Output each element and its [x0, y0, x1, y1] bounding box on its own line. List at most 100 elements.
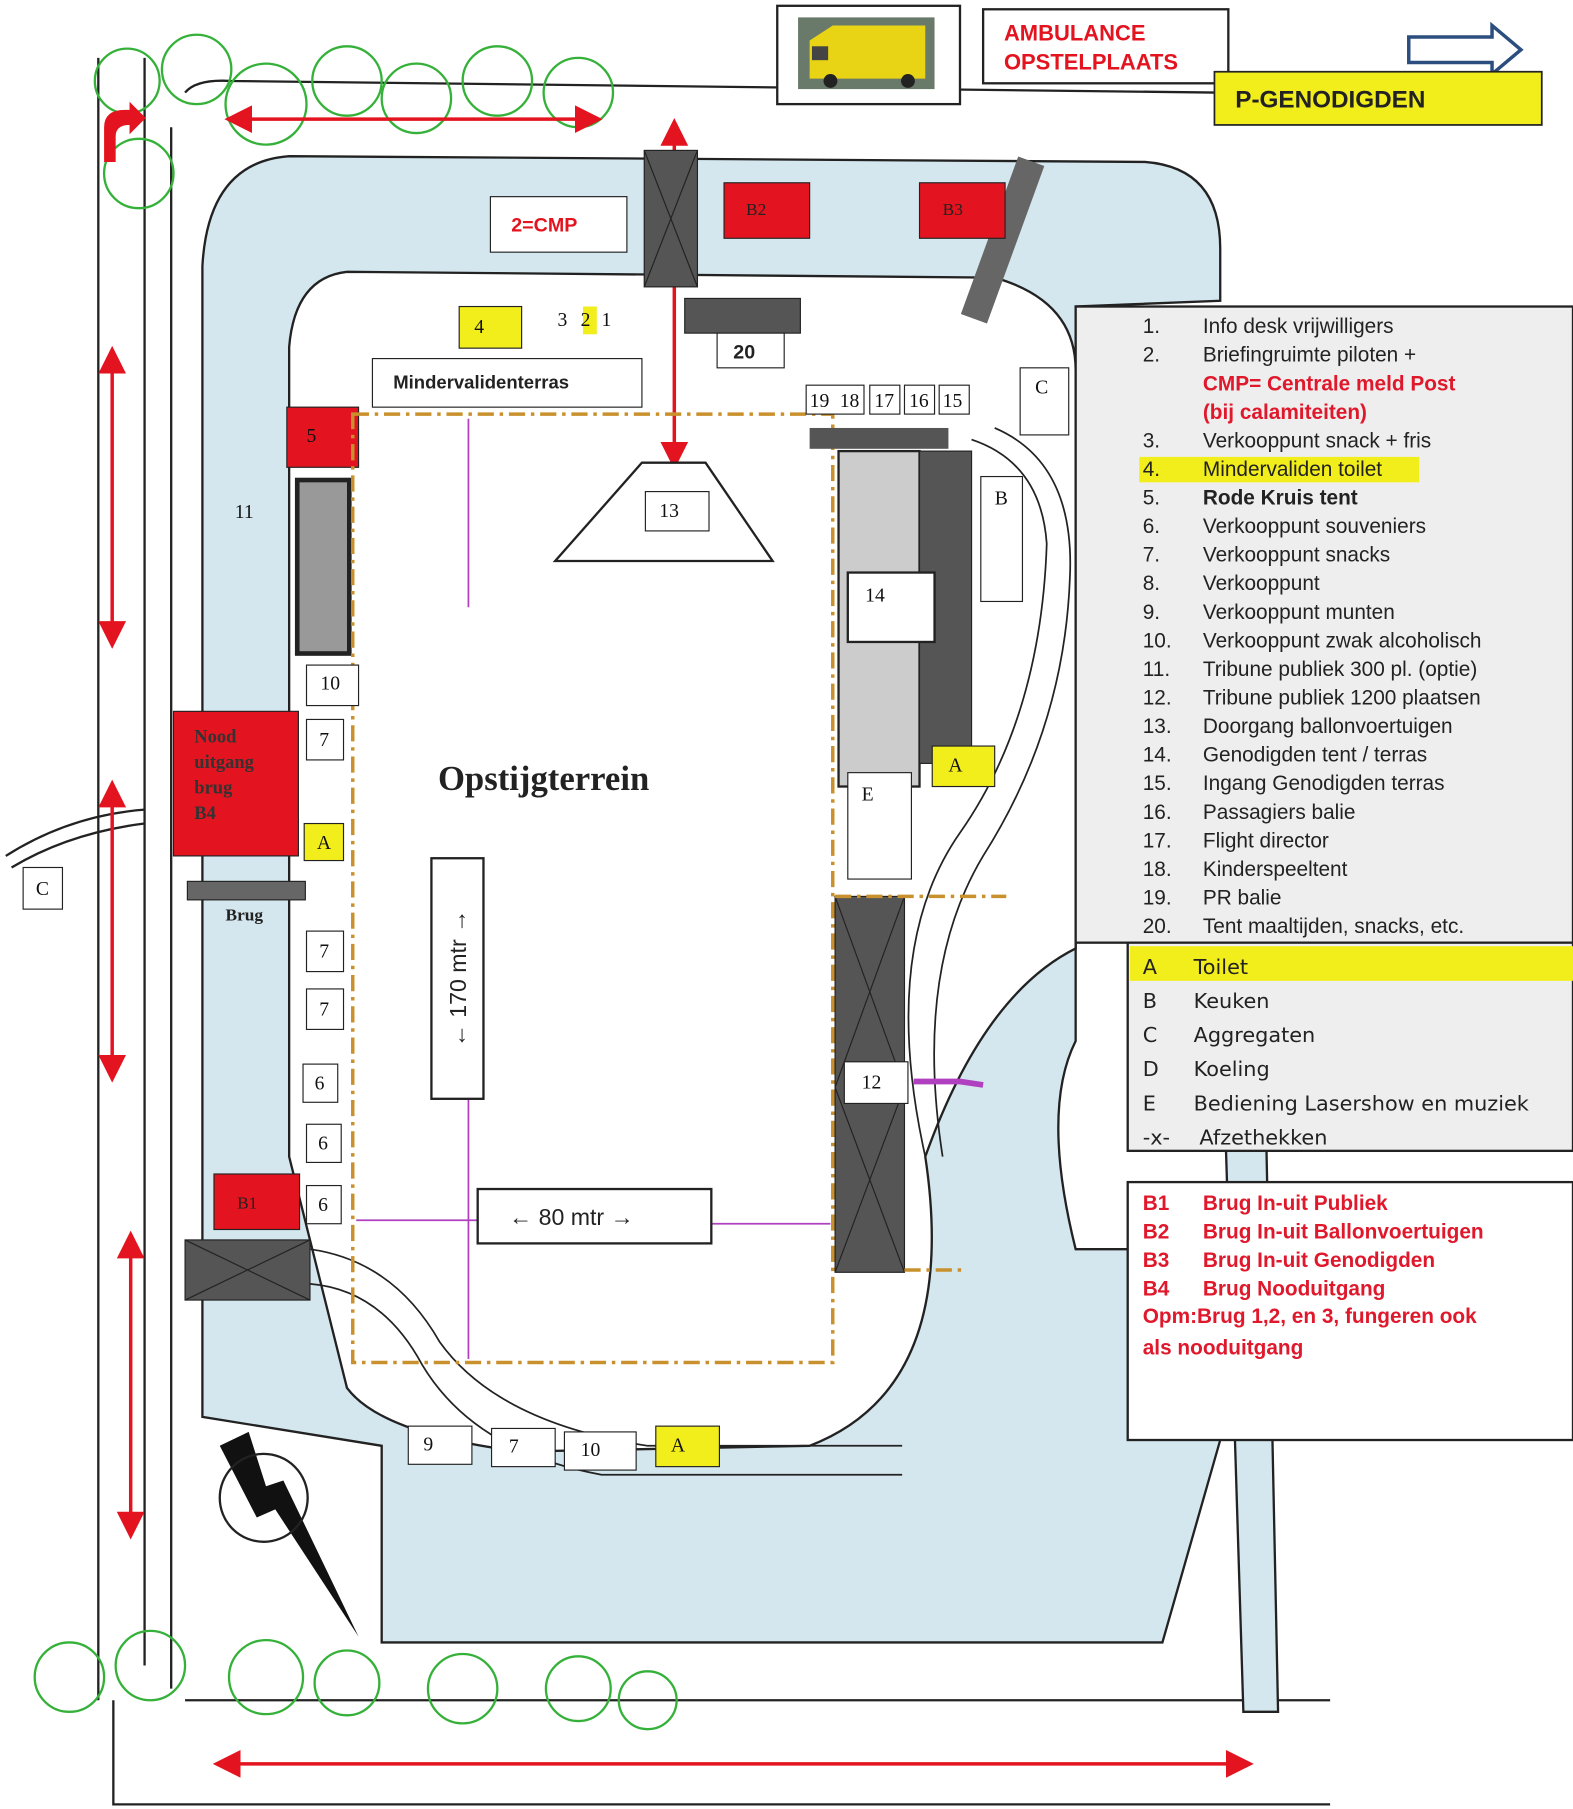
cmp-label: 2=CMP — [511, 214, 577, 236]
legend-number: 2. — [1143, 344, 1160, 367]
legend-bridge-text: Brug In-uit Publiek — [1203, 1192, 1388, 1215]
item-11-label: 11 — [235, 501, 254, 523]
bottom-stalls: 9 7 10 A — [407, 1425, 720, 1471]
legend-number: 1. — [1143, 315, 1160, 338]
item-e-box — [847, 772, 912, 880]
svg-text:6: 6 — [315, 1073, 325, 1095]
legend-number-text: Rode Kruis tent — [1203, 487, 1358, 510]
legend-letter-key: D — [1143, 1057, 1159, 1081]
legend-letter-key: B — [1143, 989, 1157, 1013]
legend-number: 17. — [1143, 829, 1172, 852]
item-12-box — [843, 1061, 909, 1105]
field-dimension-lines — [356, 418, 831, 1360]
legend-bridge-text: Brug Nooduitgang — [1203, 1278, 1386, 1301]
svg-text:10: 10 — [581, 1439, 601, 1461]
item-5-label: 5 — [307, 425, 317, 447]
legend-highlight — [1139, 456, 1420, 483]
toilet-a-right-label: A — [948, 754, 963, 776]
legend-number: 6. — [1143, 515, 1160, 538]
legend-number: 10. — [1143, 629, 1172, 652]
aggregaat-c-right — [1019, 367, 1070, 436]
item-4-box — [458, 305, 523, 349]
legend-number: 18. — [1143, 858, 1172, 881]
entrance-marker — [913, 1078, 984, 1088]
cmp-box — [489, 196, 628, 253]
svg-text:16: 16 — [909, 390, 929, 412]
legend-letter-text: Toilet — [1193, 955, 1248, 979]
svg-text:A: A — [671, 1435, 686, 1457]
width-box — [476, 1187, 713, 1245]
legend-bridge-key: B2 — [1143, 1220, 1170, 1243]
legend-letter-text: Keuken — [1194, 989, 1270, 1013]
item-2-marker — [582, 306, 597, 335]
legend-number-text: Tribune publiek 300 pl. (optie) — [1203, 658, 1477, 681]
legend-number: 15. — [1143, 772, 1172, 795]
legend-note: Opm:Brug 1,2, en 3, fungeren ook — [1143, 1305, 1477, 1328]
legend-number: 19. — [1143, 887, 1172, 910]
legend-number-text: Genodigden tent / terras — [1203, 744, 1427, 767]
item-20-label: 20 — [733, 342, 755, 364]
legend-number-text: Verkooppunt — [1203, 572, 1320, 595]
svg-text:7: 7 — [319, 941, 329, 963]
svg-text:9: 9 — [423, 1433, 433, 1455]
bridge-b3-crossing — [960, 156, 1045, 324]
legend-bridges-panel — [1126, 1180, 1573, 1442]
mindervalidenterras-label: Mindervalidenterras — [393, 372, 569, 393]
legend-number-text: Tribune publiek 1200 plaatsen — [1203, 687, 1481, 710]
legend-numbers-panel — [1074, 305, 1573, 944]
legend-letter-text: Afzethekken — [1199, 1125, 1327, 1149]
right-stalls-top: 19 18 17 16 15 — [805, 384, 970, 449]
b3-label: B3 — [943, 200, 963, 219]
item-2-label: 2 — [581, 309, 591, 331]
b2-label: B2 — [746, 200, 766, 219]
legend-number-text: Mindervaliden toilet — [1203, 458, 1382, 481]
svg-text:18: 18 — [840, 390, 860, 412]
tribune-11 — [294, 477, 352, 656]
item-14-label: 14 — [865, 584, 885, 606]
legend-number-text: Verkooppunt snacks — [1203, 544, 1390, 567]
legend-number: 3. — [1143, 429, 1160, 452]
item-3-label: 3 — [557, 309, 567, 331]
aggregaat-c-left — [22, 866, 64, 910]
legend-number: 8. — [1143, 572, 1160, 595]
bridge-b2-crossing — [643, 149, 699, 288]
legend-number: 16. — [1143, 801, 1172, 824]
legend-number-text: Doorgang ballonvoertuigen — [1203, 715, 1453, 738]
nooduitgang-label: Nood uitgang brug B4 — [194, 728, 258, 824]
legend-number-text: Verkooppunt souveniers — [1203, 515, 1426, 538]
legend-number: 14. — [1143, 744, 1172, 767]
legend-letter-key: -x- — [1143, 1125, 1170, 1149]
compass-circle — [218, 1452, 309, 1543]
item-1-label: 1 — [601, 309, 611, 331]
legend-number-text: PR balie — [1203, 887, 1282, 910]
legend-number: 9. — [1143, 601, 1160, 624]
ambulance-label-box — [981, 8, 1230, 85]
legend-number-text: Verkooppunt munten — [1203, 601, 1395, 624]
svg-text:7: 7 — [509, 1436, 519, 1458]
roads — [5, 57, 1331, 1806]
legend-number: 7. — [1143, 544, 1160, 567]
afzethekken-fence — [351, 412, 835, 1365]
svg-text:7: 7 — [319, 729, 329, 751]
legend-number-text: Ingang Genodigden terras — [1203, 772, 1445, 795]
svg-text:6: 6 — [318, 1194, 328, 1216]
svg-text:17: 17 — [874, 390, 894, 412]
bridge-markers: B2 B3 B1 — [213, 182, 1006, 1231]
item-5-box — [286, 406, 360, 468]
bridge-b4-crossing: Brug — [186, 880, 306, 925]
legend-letter-text: Koeling — [1194, 1057, 1270, 1081]
p-genodigden-box — [1213, 70, 1543, 126]
p-genodigden-label: P-GENODIGDEN — [1235, 87, 1425, 114]
item-12-label: 12 — [862, 1071, 882, 1093]
legend-number-text: CMP= Centrale meld Post — [1203, 372, 1456, 395]
ambulance-label-line2: OPSTELPLAATS — [1004, 49, 1178, 74]
svg-text:15: 15 — [943, 390, 963, 412]
legend-number: 4. — [1143, 458, 1160, 481]
aggregaat-c-right-label: C — [1035, 376, 1048, 398]
lightning-icon — [219, 1431, 359, 1637]
tent-20-structure — [684, 297, 801, 334]
width-label: ← 80 mtr → — [509, 1204, 634, 1230]
legend-number-text: Briefingruimte piloten + — [1203, 344, 1416, 367]
